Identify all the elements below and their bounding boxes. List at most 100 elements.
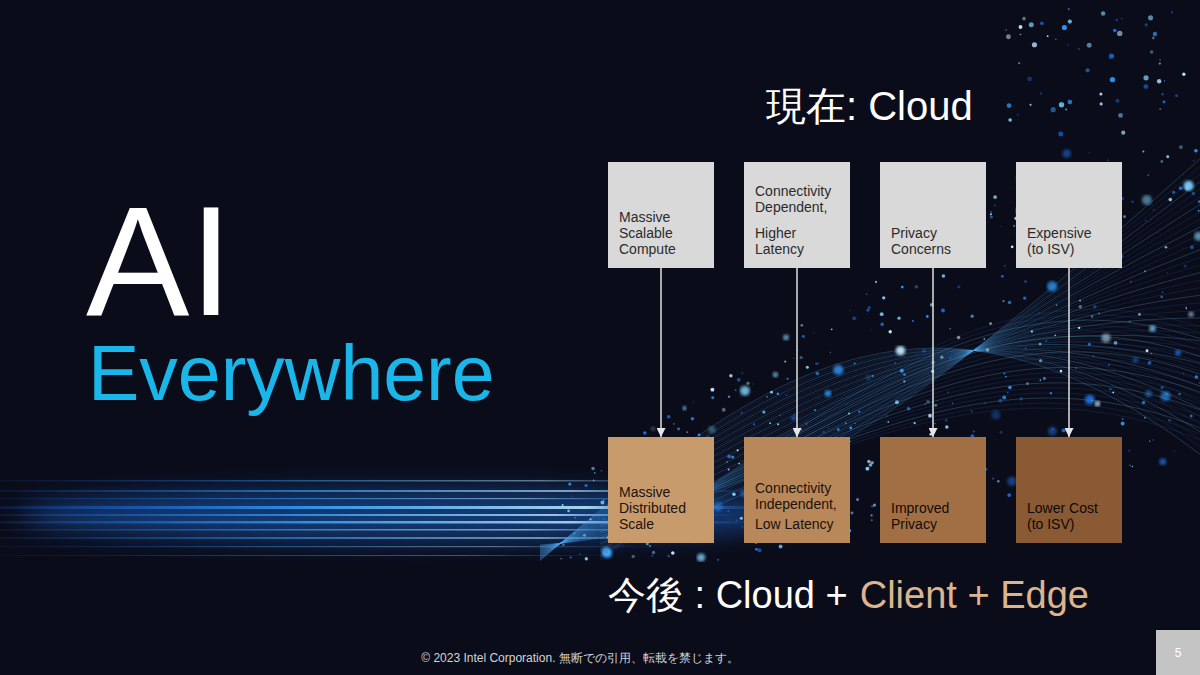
mesh-line: [540, 350, 1200, 558]
particle: [1193, 160, 1195, 162]
particle: [1123, 215, 1126, 218]
future-feature-box: Improved Privacy: [880, 437, 986, 543]
particle: [1038, 312, 1040, 314]
particle: [903, 373, 906, 376]
particle: [1051, 107, 1056, 112]
particle: [1151, 353, 1152, 354]
particle: [735, 519, 737, 521]
particle: [1168, 419, 1171, 422]
particle: [1029, 104, 1031, 106]
network-mesh: [540, 150, 1200, 561]
particle: [816, 372, 820, 376]
particle: [822, 431, 824, 433]
particle: [991, 410, 1000, 419]
particle: [574, 517, 576, 519]
particle: [926, 315, 929, 318]
current-feature-box: Expensive (to ISV): [1016, 162, 1122, 268]
particle: [731, 455, 734, 458]
light-streak: [0, 555, 620, 556]
particle: [986, 348, 990, 352]
particle: [1052, 428, 1054, 430]
particle: [1031, 330, 1033, 332]
particle: [866, 308, 869, 311]
box-text: 5: [1175, 646, 1182, 660]
particle: [1186, 308, 1187, 309]
particle: [997, 480, 1000, 483]
particle: [971, 411, 972, 412]
particle: [1159, 59, 1160, 60]
particle: [850, 512, 853, 515]
future-feature-box: Connectivity Independent,Low Latency: [744, 437, 850, 543]
particle: [793, 358, 794, 359]
particle: [737, 449, 739, 451]
particle: [1121, 422, 1125, 426]
particle: [1142, 195, 1152, 205]
mesh-line: [540, 246, 1200, 550]
particle: [1153, 209, 1154, 210]
particle: [941, 309, 945, 313]
particle: [800, 429, 802, 431]
particle: [603, 518, 606, 521]
light-streak: [0, 498, 700, 499]
particle: [913, 422, 915, 424]
particle: [740, 517, 743, 520]
particle: [787, 378, 789, 380]
particle: [1068, 8, 1070, 10]
particle: [1022, 17, 1026, 21]
particle: [999, 399, 1003, 403]
particle: [1130, 281, 1131, 282]
particle: [784, 361, 786, 363]
particle: [1184, 264, 1187, 267]
mesh-line: [540, 350, 1200, 560]
particle: [870, 514, 872, 516]
particle: [1026, 382, 1029, 385]
particle: [1114, 341, 1118, 345]
particle: [973, 430, 975, 432]
particle: [766, 396, 768, 398]
particle: [957, 285, 960, 288]
mesh-line: [540, 350, 1200, 559]
particle: [698, 434, 701, 437]
current-feature-box: Massive Scalable Compute: [608, 162, 714, 268]
particle: [1007, 493, 1011, 497]
particle: [785, 394, 787, 396]
particle: [1056, 304, 1058, 306]
particle: [1078, 327, 1080, 329]
particle: [1079, 300, 1081, 302]
particle: [783, 335, 789, 341]
particle: [1002, 395, 1006, 399]
particle: [762, 410, 765, 413]
particle: [651, 427, 655, 431]
particle: [1019, 341, 1020, 342]
particle: [1192, 192, 1195, 195]
particle: [1171, 11, 1173, 13]
particle: [1153, 32, 1157, 36]
particle: [849, 427, 852, 430]
particle: [802, 335, 805, 338]
mesh-line: [540, 342, 1200, 555]
particle: [814, 409, 816, 411]
light-streak: [0, 546, 660, 547]
particle: [849, 310, 851, 312]
particle: [1185, 306, 1187, 308]
particle: [1133, 357, 1139, 363]
particle: [940, 355, 943, 358]
particle: [866, 294, 867, 295]
mesh-line: [540, 294, 1200, 552]
particle: [631, 555, 634, 558]
particle: [845, 422, 847, 424]
particle: [896, 346, 905, 355]
particle: [907, 407, 910, 410]
mesh-line: [600, 309, 1200, 560]
particle: [1008, 118, 1012, 122]
mesh-line: [540, 238, 1200, 549]
particle: [1095, 401, 1101, 407]
particle: [957, 336, 961, 340]
particle: [897, 316, 900, 319]
particle: [708, 426, 715, 433]
particle: [1040, 21, 1044, 25]
particle: [1020, 34, 1022, 36]
particle: [806, 423, 807, 424]
particle: [686, 431, 688, 433]
particle: [740, 412, 742, 414]
